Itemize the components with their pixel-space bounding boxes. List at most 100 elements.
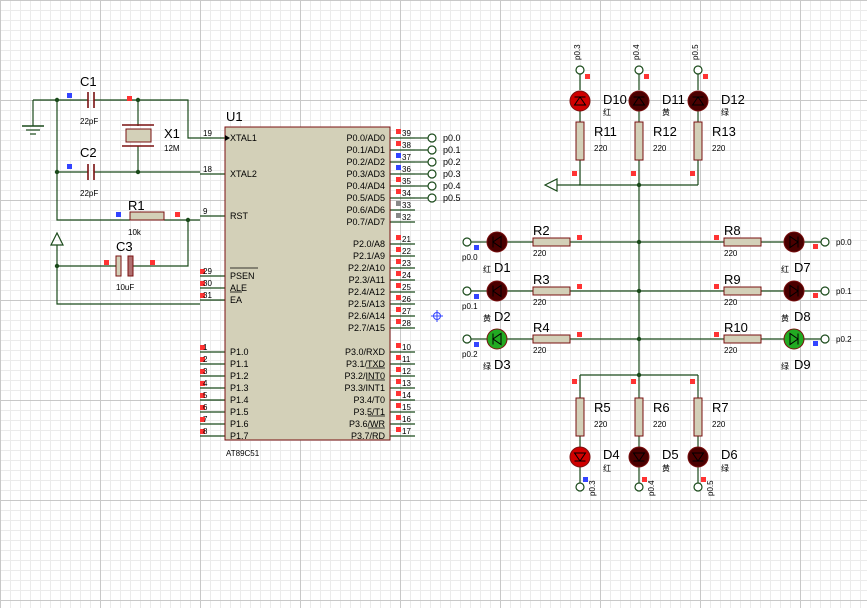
port-label: p0.4 <box>443 181 461 191</box>
diode-triangle <box>789 332 799 346</box>
port-terminal-p0.0[interactable] <box>462 237 472 247</box>
pin-state-marker <box>396 213 401 218</box>
led-ref: D6 <box>721 447 738 462</box>
resistor-r2[interactable] <box>532 237 571 247</box>
junction-dot <box>185 217 191 223</box>
port-terminal-p0.0[interactable] <box>427 133 437 143</box>
led-ref: D9 <box>794 357 811 372</box>
resistor-r9[interactable] <box>723 286 762 296</box>
mcu-pin-name: P0.5/AD5 <box>346 193 385 203</box>
pin-state-marker <box>175 212 180 217</box>
mcu-pin-number: 12 <box>402 367 411 376</box>
port-terminal-p0.4[interactable] <box>634 65 644 75</box>
port-terminal-p0.5[interactable] <box>427 193 437 203</box>
resistor-r5[interactable] <box>575 397 585 437</box>
pin-state-marker <box>150 260 155 265</box>
pin-state-marker <box>396 177 401 182</box>
pin-state-marker <box>396 271 401 276</box>
led-d6[interactable] <box>687 446 709 468</box>
mcu-pin-number: 33 <box>402 201 411 210</box>
led-body <box>783 231 805 253</box>
led-d11[interactable] <box>628 90 650 112</box>
diode-triangle <box>789 235 799 249</box>
led-d9[interactable] <box>783 328 805 350</box>
mcu-pin-name: XTAL2 <box>230 169 257 179</box>
c2-ref: C2 <box>80 145 97 160</box>
mcu-pin-number: 36 <box>402 165 411 174</box>
resistor-r1[interactable] <box>129 211 165 221</box>
junction-dot <box>636 239 642 245</box>
port-terminal-p0.1[interactable] <box>820 286 830 296</box>
port-terminal-p0.5[interactable] <box>693 65 703 75</box>
pin-state-marker <box>396 189 401 194</box>
x1-value: 12M <box>164 144 180 153</box>
resistor-value: 220 <box>594 144 608 153</box>
resistor-ref: R6 <box>653 400 670 415</box>
port-terminal-p0.1[interactable] <box>427 145 437 155</box>
port-terminal-p0.1[interactable] <box>462 286 472 296</box>
mcu-pin-name: P3.5/T1 <box>353 407 385 417</box>
mcu-pin-number: 11 <box>402 355 411 364</box>
port-label: p0.2 <box>443 157 461 167</box>
port-terminal-p0.4[interactable] <box>634 482 644 492</box>
port-terminal-p0.3[interactable] <box>575 482 585 492</box>
port-terminal-p0.2[interactable] <box>820 334 830 344</box>
port-terminal-p0.0[interactable] <box>820 237 830 247</box>
port-terminal-p0.2[interactable] <box>427 157 437 167</box>
capacitor-c3-plate[interactable] <box>127 255 134 277</box>
port-terminal-p0.2[interactable] <box>462 334 472 344</box>
resistor-r7[interactable] <box>693 397 703 437</box>
mcu-pin-name: P1.2 <box>230 371 249 381</box>
led-d4[interactable] <box>569 446 591 468</box>
mcu-pin-number: 39 <box>402 129 411 138</box>
resistor-r3[interactable] <box>532 286 571 296</box>
pin-state-marker <box>200 429 205 434</box>
diode-triangle <box>789 284 799 298</box>
port-terminal-p0.3[interactable] <box>575 65 585 75</box>
led-d7[interactable] <box>783 231 805 253</box>
resistor-ref: R8 <box>724 223 741 238</box>
resistor-r12[interactable] <box>634 121 644 161</box>
led-d2[interactable] <box>486 280 508 302</box>
pin-state-marker <box>396 367 401 372</box>
port-label: p0.5 <box>443 193 461 203</box>
mcu-pin-number: 31 <box>203 291 212 300</box>
led-d3[interactable] <box>486 328 508 350</box>
led-d1[interactable] <box>486 231 508 253</box>
resistor-r10[interactable] <box>723 334 762 344</box>
port-terminal-p0.5[interactable] <box>693 482 703 492</box>
resistor-r11[interactable] <box>575 121 585 161</box>
left-rail <box>56 100 130 221</box>
led-body <box>569 446 591 468</box>
net-label: p0.1 <box>462 302 478 311</box>
c1-ref: C1 <box>80 74 97 89</box>
resistor-r13[interactable] <box>693 121 703 161</box>
crystal-x1[interactable] <box>125 128 152 143</box>
capacitor-c3-plate[interactable] <box>115 255 122 277</box>
mcu-pin-name: P3.3/INT1 <box>344 383 385 393</box>
led-d10[interactable] <box>569 90 591 112</box>
pin-state-marker <box>701 477 706 482</box>
port-terminal-p0.4[interactable] <box>427 181 437 191</box>
mcu-pin-name: P3.0/RXD <box>345 347 386 357</box>
mcu-pin-name: ALE <box>230 283 247 293</box>
mcu-body[interactable] <box>224 126 391 441</box>
pin-state-marker <box>396 403 401 408</box>
c1-right-wire <box>94 99 200 139</box>
led-d5[interactable] <box>628 446 650 468</box>
led-d8[interactable] <box>783 280 805 302</box>
pin-state-marker <box>396 391 401 396</box>
resistor-r8[interactable] <box>723 237 762 247</box>
r1-ref: R1 <box>128 198 145 213</box>
led-d12[interactable] <box>687 90 709 112</box>
mcu-pin-number: 4 <box>203 379 208 388</box>
resistor-r6[interactable] <box>634 397 644 437</box>
port-terminal-p0.3[interactable] <box>427 169 437 179</box>
mcu-pin-name: P2.4/A12 <box>348 287 385 297</box>
pin-state-marker <box>396 141 401 146</box>
led-ref: D3 <box>494 357 511 372</box>
pin-state-marker <box>396 153 401 158</box>
resistor-ref: R12 <box>653 124 677 139</box>
resistor-r4[interactable] <box>532 334 571 344</box>
